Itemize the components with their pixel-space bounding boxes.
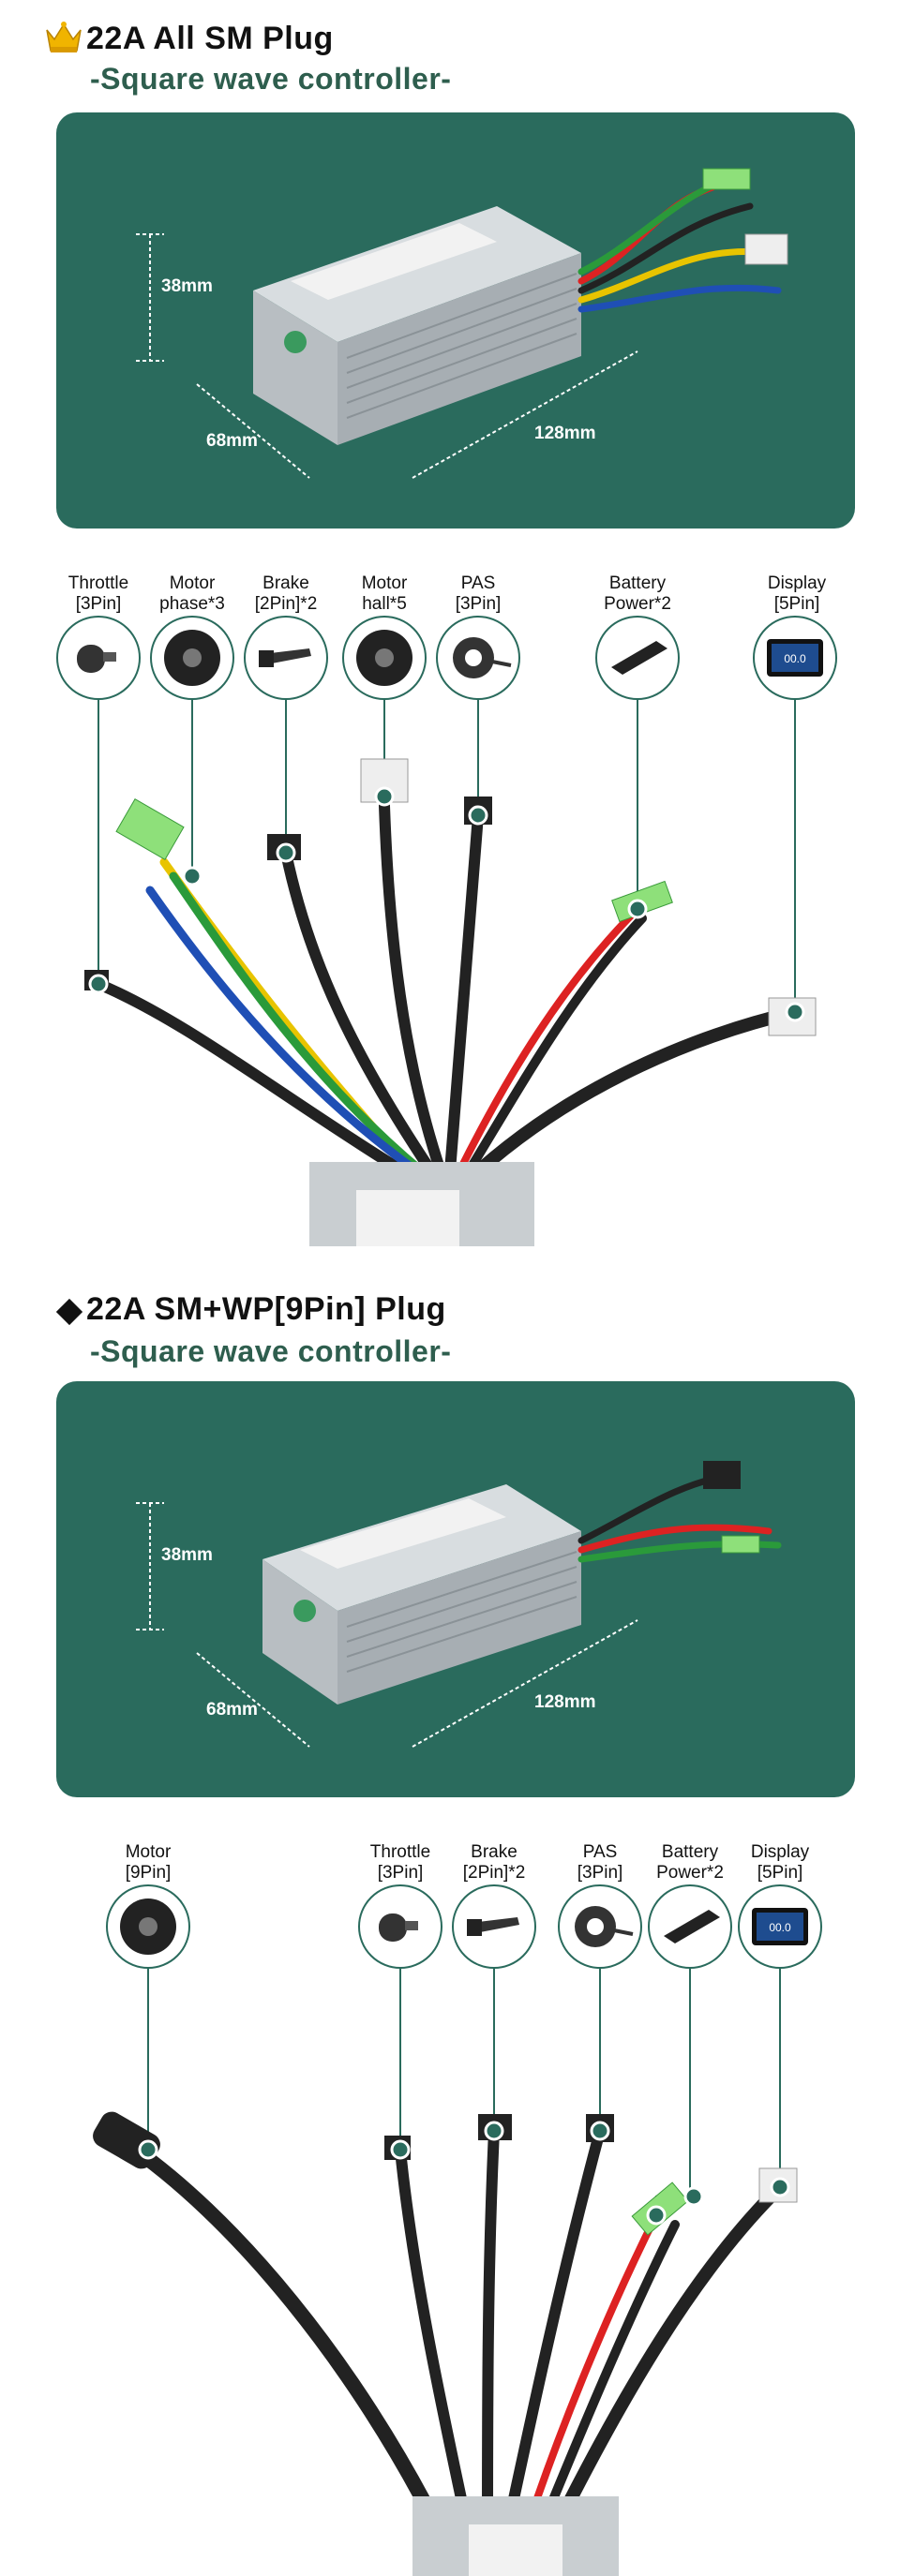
lcd-display-icon: 00.0 bbox=[767, 639, 823, 677]
section2-controller-panel: 38mm 68mm 128mm bbox=[56, 1381, 855, 1797]
dim-depth-label: 68mm bbox=[206, 1700, 258, 1720]
dim-length-label: 128mm bbox=[534, 1692, 596, 1712]
label-pas: PAS[3Pin] bbox=[577, 1842, 623, 1883]
label-motor-9pin: Motor[9Pin] bbox=[125, 1842, 172, 1883]
dim-height-label: 38mm bbox=[161, 1545, 213, 1565]
crown-icon bbox=[46, 22, 82, 52]
svg-text:00.0: 00.0 bbox=[769, 1921, 791, 1934]
label-brake: Brake[2Pin]*2 bbox=[462, 1842, 526, 1883]
pas-sensor-icon bbox=[575, 1906, 634, 1947]
label-display: Display[5Pin] bbox=[750, 1842, 810, 1883]
label-brake: Brake[2Pin]*2 bbox=[254, 573, 318, 614]
label-display: Display[5Pin] bbox=[767, 573, 827, 614]
lcd-display-icon: 00.0 bbox=[752, 1908, 808, 1945]
label-throttle: Throttle[3Pin] bbox=[68, 573, 129, 614]
svg-text:00.0: 00.0 bbox=[784, 652, 806, 665]
section1-controller-panel: 38mm 68mm 128mm bbox=[56, 112, 855, 529]
dim-depth-label: 68mm bbox=[206, 431, 258, 451]
brake-lever-icon bbox=[259, 648, 311, 667]
brake-lever-icon bbox=[467, 1917, 519, 1936]
pas-sensor-icon bbox=[453, 637, 512, 678]
controller-illustration bbox=[136, 1461, 782, 1748]
section2-title: 22A SM+WP[9Pin] Plug bbox=[86, 1291, 446, 1327]
hub-motor-icon bbox=[164, 630, 220, 686]
label-pas: PAS[3Pin] bbox=[455, 573, 502, 614]
throttle-icon bbox=[379, 1913, 418, 1942]
dim-height-label: 38mm bbox=[161, 276, 213, 296]
throttle-icon bbox=[77, 645, 116, 673]
battery-icon bbox=[664, 1910, 720, 1943]
diamond-bullet-icon bbox=[55, 1298, 83, 1326]
controller-illustration bbox=[136, 168, 788, 479]
dim-length-label: 128mm bbox=[534, 424, 596, 443]
label-throttle: Throttle[3Pin] bbox=[369, 1842, 431, 1883]
section2-wiring-diagram: 00.0 bbox=[93, 1884, 822, 2576]
section2-subtitle: -Square wave controller- bbox=[90, 1334, 452, 1368]
section1-title: 22A All SM Plug bbox=[86, 21, 334, 56]
hub-motor-icon bbox=[356, 630, 412, 686]
battery-icon bbox=[611, 641, 668, 675]
hub-motor-icon bbox=[120, 1898, 176, 1955]
section1-subtitle: -Square wave controller- bbox=[90, 62, 452, 96]
section1-wiring-diagram: 00.0 bbox=[56, 616, 837, 1246]
